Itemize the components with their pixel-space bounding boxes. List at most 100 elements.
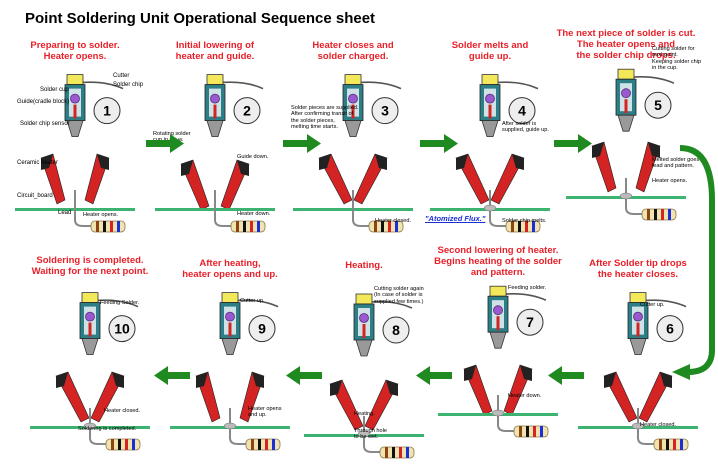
- step-illustration: 6: [578, 292, 698, 451]
- step-note: After solder is supplied, guide up.: [502, 121, 549, 134]
- guide-nozzle: [489, 331, 507, 349]
- flow-arrows: [146, 134, 715, 385]
- step-title: Second lowering of heater. Begins heatin…: [434, 245, 562, 278]
- guide-nozzle: [481, 120, 499, 137]
- component-lead: [89, 408, 106, 445]
- label-circuit-board: Circuit_board: [17, 193, 53, 199]
- label-guide: Guide(cradle block): [17, 99, 70, 105]
- component-lead: [637, 408, 654, 445]
- solder-joint: [631, 422, 645, 430]
- page-title: Point Soldering Unit Operational Sequenc…: [25, 10, 376, 27]
- step-illustration: 10: [30, 292, 150, 451]
- resistor: [90, 220, 126, 233]
- label-solder-chip: Solder chip: [113, 82, 144, 88]
- step-title: After Solder tip drops the heater closes…: [589, 258, 687, 280]
- label-solder-cup: Solder cup: [40, 87, 69, 93]
- step-note: Cutting solder again (In case of solder …: [374, 286, 424, 305]
- solder-wire: [503, 293, 547, 301]
- step-9: After heating, heater opens and up. 9 Cutt…: [160, 258, 300, 468]
- step-note: Heater closed.: [640, 422, 677, 428]
- arrow-left-1: [548, 366, 584, 385]
- solder-wire: [95, 299, 139, 308]
- solder-chip: [359, 313, 369, 323]
- step-note: Heater opens.: [652, 178, 688, 184]
- step-note: Through hole to be wet.: [354, 428, 387, 441]
- step-number-circle: [644, 91, 672, 119]
- step-illustration: 1: [15, 74, 135, 233]
- step-number-circle: [233, 97, 261, 125]
- step-title: Heating.: [345, 260, 383, 271]
- step-title: Heater closes and solder charged.: [312, 40, 394, 62]
- step-7: Second lowering of heater. Begins heatin…: [428, 245, 568, 455]
- step-5: The next piece of solder is cut. The hea…: [556, 28, 701, 238]
- solder-wire: [235, 299, 279, 308]
- step-note: Soldering is completed.: [78, 426, 137, 432]
- step-note: Heater down.: [237, 211, 271, 217]
- step-number: 10: [114, 321, 130, 337]
- step-number-circle: [108, 315, 136, 343]
- step-title: Initial lowering of heater and guide.: [175, 40, 255, 62]
- component-lead: [214, 190, 231, 227]
- step-illustration: 4: [430, 74, 550, 233]
- step-title: The next piece of solder is cut. The hea…: [556, 28, 696, 61]
- atomized-flux-label: "Atomized Flux.": [425, 214, 486, 223]
- guide-nozzle: [355, 339, 373, 357]
- step-10: Soldering is completed. Waiting for the …: [20, 255, 160, 468]
- step-note: Heater opens.: [83, 212, 119, 218]
- solder-chip: [493, 305, 503, 316]
- solder-joint: [619, 192, 633, 200]
- step-title: After heating, heater opens and up.: [182, 258, 278, 280]
- resistor: [368, 220, 404, 233]
- step-number: 9: [258, 321, 266, 337]
- solder-joint: [357, 430, 371, 438]
- step-illustration: 9: [170, 292, 290, 451]
- step-illustration: 2: [155, 74, 275, 233]
- step-note: Heater opens and up.: [248, 406, 282, 419]
- guide-nozzle: [66, 120, 84, 137]
- step-note: Cutter up.: [240, 298, 265, 304]
- step-number: 4: [518, 103, 526, 119]
- arrow-right-1: [146, 134, 184, 153]
- step-note: Feeding solder.: [508, 285, 547, 291]
- step-note: Heater down.: [508, 393, 542, 399]
- solder-joint: [223, 422, 237, 430]
- solder-wire: [495, 81, 539, 90]
- resistor: [230, 220, 266, 233]
- step-note: Feeding Solder.: [100, 300, 140, 306]
- label-chip-sensor: Solder chip sensor: [20, 121, 70, 127]
- step-note: Melted solder goes lead and pattern.: [652, 157, 700, 170]
- step-number-circle: [656, 315, 684, 343]
- step-number-circle: [382, 316, 410, 344]
- step-note: Heating.: [354, 411, 375, 417]
- guide-nozzle: [81, 338, 99, 355]
- label-lead: Lead: [58, 210, 72, 216]
- resistor: [505, 220, 541, 233]
- label-ceramic-heater: Ceramic heater: [17, 160, 59, 166]
- component-lead: [229, 408, 246, 445]
- guide-nozzle: [629, 338, 647, 355]
- arrow-right-2: [283, 134, 321, 153]
- solder-wire: [358, 81, 402, 90]
- label-cutter: Cutter: [113, 73, 130, 79]
- component-lead: [74, 190, 91, 227]
- solder-chip: [70, 93, 80, 104]
- step-note: Cutting solder for next point. Keeping s…: [652, 46, 702, 72]
- step-number: 3: [381, 103, 389, 119]
- solder-chip: [225, 311, 235, 322]
- step-title: Soldering is completed. Waiting for the …: [31, 255, 149, 277]
- solder-chip: [210, 93, 220, 104]
- arrow-left-3: [286, 366, 322, 385]
- solder-joint: [483, 204, 497, 212]
- step-number: 1: [103, 103, 111, 119]
- solder-chip: [633, 311, 643, 322]
- solder-wire: [220, 81, 264, 90]
- solder-wire: [80, 81, 124, 90]
- solder-wire: [369, 300, 413, 309]
- solder-chip: [348, 93, 358, 104]
- solder-chip: [85, 311, 95, 322]
- arrow-left-4: [154, 366, 190, 385]
- solder-chip: [621, 88, 631, 99]
- step-6: After Solder tip drops the heater closes…: [568, 258, 708, 468]
